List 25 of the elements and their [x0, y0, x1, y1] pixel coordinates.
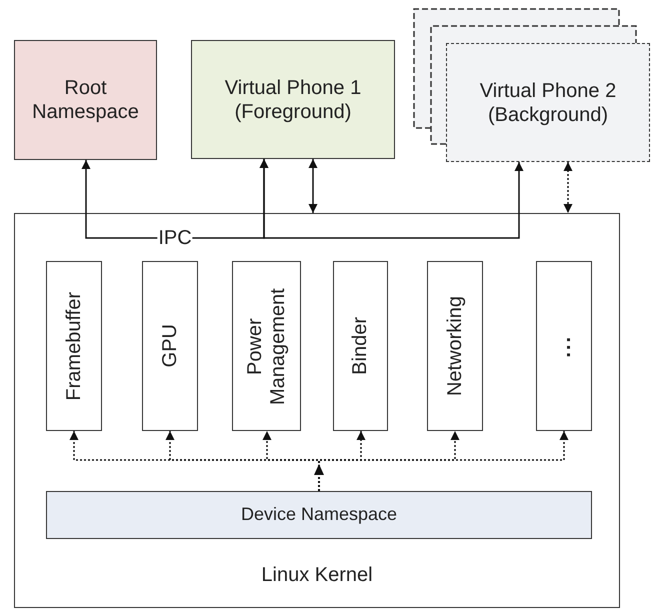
module-label: Binder: [349, 317, 372, 375]
namespace-box: [191, 40, 395, 159]
node-label: Linux Kernel: [261, 563, 373, 587]
node-label: Virtual Phone 2 (Background): [478, 78, 618, 126]
dotted-arrow: [564, 162, 572, 213]
module-box: [427, 261, 483, 431]
module-label: Networking: [444, 296, 466, 396]
module-box: [232, 261, 301, 431]
node-label: Root Namespace: [31, 76, 140, 124]
module-label: Power Management: [244, 286, 290, 406]
module-box: [46, 261, 102, 431]
kernel-box: [14, 213, 620, 608]
arrow: [308, 159, 318, 213]
module-label: ...: [552, 334, 576, 358]
module-box: [142, 261, 198, 431]
node-label: Device Namespace: [240, 504, 398, 526]
module-label: GPU: [158, 324, 182, 368]
namespace-box: [446, 43, 650, 162]
namespace-box: [14, 40, 157, 160]
namespace-bar: [46, 491, 592, 539]
module-box: [536, 261, 592, 431]
arrow: [260, 159, 524, 239]
node-label: Virtual Phone 1 (Foreground): [224, 76, 362, 124]
module-box: [333, 261, 388, 431]
module-label: Framebuffer: [62, 292, 86, 400]
